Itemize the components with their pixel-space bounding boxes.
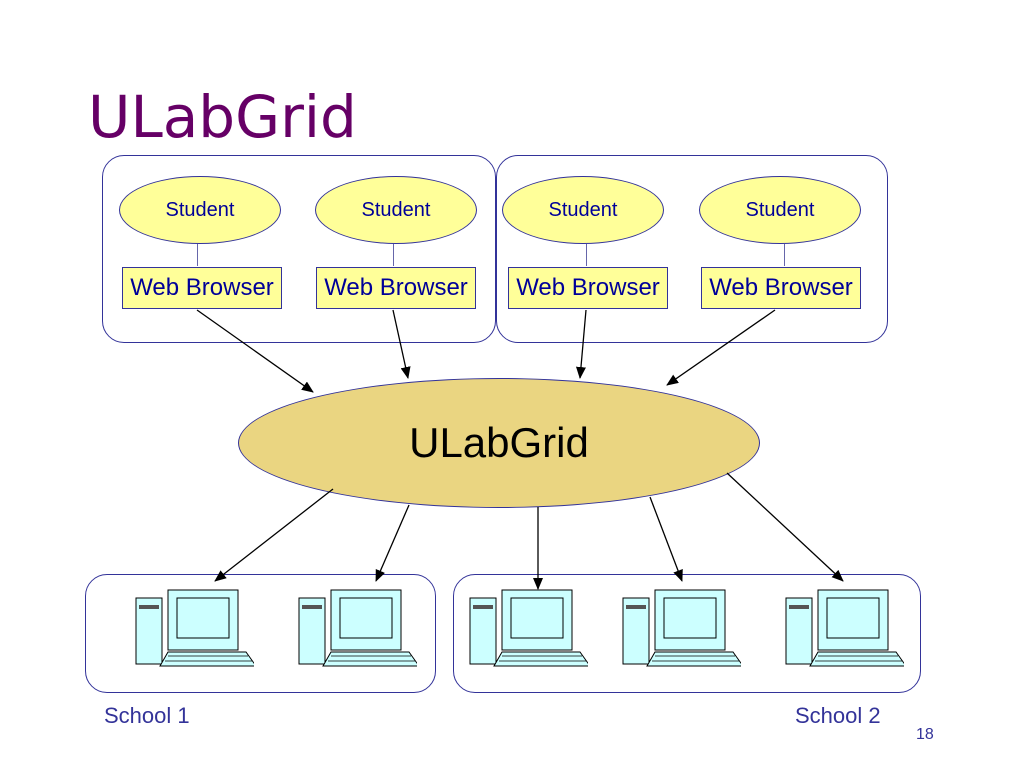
student-node-4: Student bbox=[699, 176, 861, 244]
arrow-browser4-to-hub bbox=[666, 309, 776, 386]
arrow-browser1-to-hub bbox=[196, 309, 314, 393]
computer-icon bbox=[622, 589, 741, 667]
arrow-hub-to-computer2 bbox=[375, 504, 410, 582]
web-browser-node-3: Web Browser bbox=[508, 267, 668, 309]
web-browser-node-2: Web Browser bbox=[316, 267, 476, 309]
student-browser-connector bbox=[393, 244, 394, 266]
web-browser-node-4: Web Browser bbox=[701, 267, 861, 309]
arrow-browser2-to-hub bbox=[392, 309, 411, 379]
slide-title: ULabGrid bbox=[88, 83, 357, 151]
arrow-hub-to-computer5 bbox=[726, 472, 844, 582]
computer-icon bbox=[298, 589, 417, 667]
school-2-label: School 2 bbox=[795, 703, 881, 728]
student-node-3: Student bbox=[502, 176, 664, 244]
computer-icon bbox=[135, 589, 254, 667]
student-browser-connector bbox=[784, 244, 785, 266]
student-browser-connector bbox=[197, 244, 198, 266]
student-node-2: Student bbox=[315, 176, 477, 244]
computer-icon bbox=[469, 589, 588, 667]
school-1-label: School 1 bbox=[104, 703, 190, 728]
arrow-hub-to-computer4 bbox=[649, 496, 683, 582]
web-browser-node-1: Web Browser bbox=[122, 267, 282, 309]
computer-icon bbox=[785, 589, 904, 667]
student-browser-connector bbox=[586, 244, 587, 266]
page-number: 18 bbox=[916, 726, 934, 743]
ulabgrid-hub: ULabGrid bbox=[238, 378, 760, 508]
arrow-browser3-to-hub bbox=[575, 309, 587, 379]
arrow-hub-to-computer1 bbox=[214, 488, 334, 582]
student-node-1: Student bbox=[119, 176, 281, 244]
